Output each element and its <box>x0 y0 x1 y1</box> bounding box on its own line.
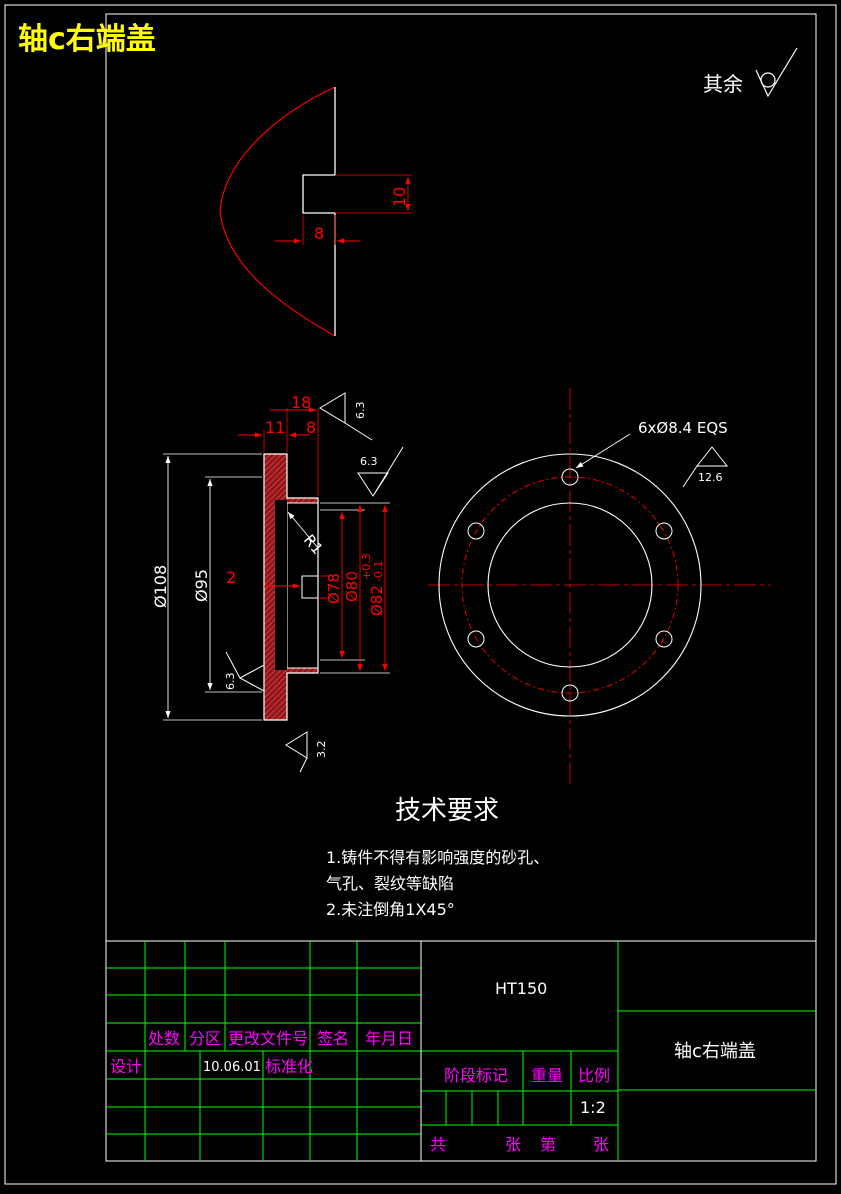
outer-circle <box>438 453 702 717</box>
material-value: HT150 <box>495 979 547 998</box>
d80-tol-label: +0.3 <box>360 553 373 580</box>
roughness-6-3-top-icon: 6.3 <box>319 392 373 441</box>
roughness-12-6-icon: 12.6 <box>682 446 729 488</box>
scale-label: 比例 <box>578 1066 610 1085</box>
sheet-total-label: 共 <box>430 1135 446 1154</box>
svg-text:6.3: 6.3 <box>354 402 367 420</box>
svg-text:3.2: 3.2 <box>315 741 328 759</box>
sheet-unit2-label: 张 <box>593 1135 609 1154</box>
tech-line-3: 2.未注倒角1X45° <box>326 900 455 919</box>
w11-dim-label: 11 <box>265 418 285 437</box>
roughness-6-3-left-icon: 6.3 <box>224 651 265 692</box>
roughness-symbol-icon <box>755 47 798 98</box>
svg-text:12.6: 12.6 <box>698 471 723 484</box>
bolt-holes <box>467 468 673 702</box>
corner-title: 轴c右端盖 <box>18 22 156 57</box>
scale-value: 1:2 <box>580 1098 606 1117</box>
front-view: 6xØ8.4 EQS 12.6 <box>428 388 770 788</box>
tech-heading: 技术要求 <box>395 796 499 826</box>
detail-profile <box>302 87 336 336</box>
sheet-num-label: 第 <box>540 1135 556 1154</box>
part-name: 轴c右端盖 <box>674 1041 756 1062</box>
design-label: 设计 <box>110 1057 142 1076</box>
stage-label: 阶段标记 <box>444 1066 508 1085</box>
w8-dim-label: 8 <box>306 418 316 437</box>
d82-dim-label: Ø82 <box>368 585 386 616</box>
gap-dim-label: 2 <box>226 568 236 587</box>
sheet-unit-label: 张 <box>505 1135 521 1154</box>
surface-note-text: 其余 <box>703 72 743 96</box>
break-curve <box>219 86 336 337</box>
inner-border <box>105 13 817 1162</box>
detail-view: 10 8 <box>219 86 412 337</box>
surface-finish-note: 其余 <box>703 47 798 98</box>
d108-dim-label: Ø108 <box>151 565 170 608</box>
header-signature: 签名 <box>317 1029 349 1048</box>
inner-circle <box>487 502 653 668</box>
svg-text:6.3: 6.3 <box>360 455 378 468</box>
weight-label: 重量 <box>531 1066 563 1085</box>
depth-dim-label: 10 <box>390 187 409 207</box>
roughness-3-2-icon: 3.2 <box>285 731 328 773</box>
section-hatch <box>263 453 319 721</box>
width-dim-label: 8 <box>314 224 324 243</box>
header-count: 处数 <box>148 1029 180 1048</box>
section-view: 2 18 11 8 Ø108 Ø95 Ø78 Ø80 +0. <box>151 392 404 773</box>
d80-dim-label: Ø80 <box>343 571 361 602</box>
outer-border <box>4 4 837 1185</box>
standard-label: 标准化 <box>265 1057 313 1076</box>
radius-label: R1 <box>300 531 327 558</box>
header-zone: 分区 <box>189 1029 221 1048</box>
hole-note: 6xØ8.4 EQS <box>638 419 728 437</box>
d95-dim-label: Ø95 <box>192 569 211 602</box>
roughness-6-3-mid-icon: 6.3 <box>357 446 404 497</box>
tech-line-2: 气孔、裂纹等缺陷 <box>326 874 454 893</box>
svg-text:6.3: 6.3 <box>224 673 237 691</box>
d78-dim-label: Ø78 <box>325 573 343 604</box>
design-date: 10.06.01 <box>203 1060 261 1075</box>
header-change-doc: 更改文件号 <box>228 1029 308 1048</box>
title-block: 处数 分区 更改文件号 签名 年月日 设计 10.06.01 标准化 HT150… <box>105 940 817 1162</box>
header-date: 年月日 <box>365 1029 413 1048</box>
d82-tol-label: -0.1 <box>372 561 385 582</box>
w18-dim-label: 18 <box>291 393 311 412</box>
tech-line-1: 1.铸件不得有影响强度的砂孔、 <box>326 848 549 867</box>
bolt-circle <box>461 476 679 694</box>
technical-requirements: 技术要求 1.铸件不得有影响强度的砂孔、 气孔、裂纹等缺陷 2.未注倒角1X45… <box>326 796 549 919</box>
